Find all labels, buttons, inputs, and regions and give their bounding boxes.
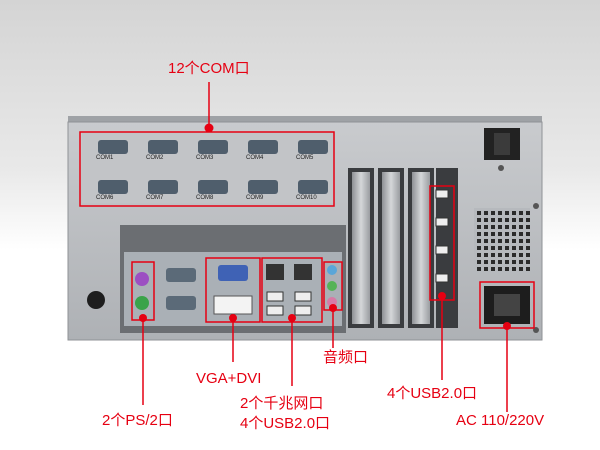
com-label: COM7 — [146, 195, 164, 201]
usb-port-d — [294, 305, 312, 316]
ps2-mouse-port — [135, 296, 149, 310]
com-port — [298, 180, 328, 194]
label-lan: 2个千兆网口 — [240, 395, 324, 412]
com-label: COM6 — [96, 195, 114, 201]
com-label: COM1 — [96, 155, 114, 161]
expansion-slots — [348, 168, 458, 328]
label-vga-dvi: VGA+DVI — [196, 370, 262, 387]
com-port — [98, 140, 128, 154]
screw-hole — [87, 291, 105, 309]
com-port — [248, 140, 278, 154]
lan-port-2 — [294, 264, 312, 280]
com-port-row-2: COM6 COM7 COM8 COM9 COM10 — [88, 180, 332, 206]
com-port — [298, 140, 328, 154]
label-ac-power: AC 110/220V — [456, 412, 545, 429]
vga-port — [218, 265, 248, 281]
com-label: COM10 — [296, 195, 317, 201]
chassis-top-lip — [68, 116, 542, 124]
label-audio: 音频口 — [323, 349, 369, 366]
com-label: COM2 — [146, 155, 164, 161]
usb-col-3 — [435, 245, 449, 255]
label-lan-usb: 4个USB2.0口 — [240, 415, 331, 432]
usb-port-c — [294, 291, 312, 302]
usb-col-2 — [435, 217, 449, 227]
usb-port-b — [266, 305, 284, 316]
onboard-com-1 — [166, 268, 196, 282]
com-port — [198, 180, 228, 194]
onboard-com-2 — [166, 296, 196, 310]
com-label: COM4 — [246, 155, 264, 161]
label-usb-column: 4个USB2.0口 — [387, 385, 478, 402]
com-port — [98, 180, 128, 194]
com-label: COM5 — [296, 155, 314, 161]
audio-line-out — [327, 281, 337, 291]
com-port — [248, 180, 278, 194]
com-port — [148, 180, 178, 194]
com-label: COM8 — [196, 195, 214, 201]
switch-screw — [498, 165, 504, 171]
com-port — [198, 140, 228, 154]
usb-port-a — [266, 291, 284, 302]
usb-col-4 — [435, 273, 449, 283]
com-label: COM3 — [196, 155, 214, 161]
ps2-keyboard-port — [135, 272, 149, 286]
com-label: COM9 — [246, 195, 264, 201]
dvi-port — [213, 295, 253, 315]
psu-vent — [474, 208, 530, 274]
lan-port-1 — [266, 264, 284, 280]
usb-col-1 — [435, 189, 449, 199]
com-port-row-1: COM1 COM2 COM3 COM4 COM5 — [88, 140, 332, 166]
label-com-ports: 12个COM口 — [168, 60, 250, 77]
label-ps2: 2个PS/2口 — [102, 412, 173, 429]
audio-line-in — [327, 265, 337, 275]
com-port — [148, 140, 178, 154]
